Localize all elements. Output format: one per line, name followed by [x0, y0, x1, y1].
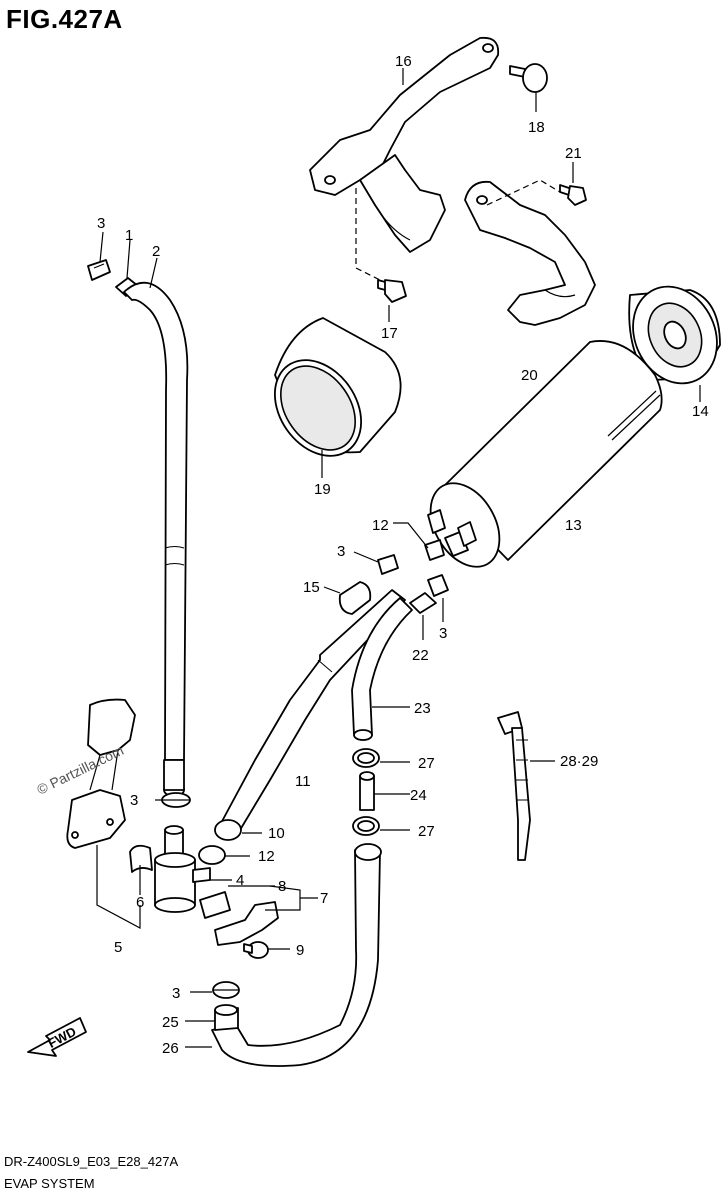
part-3-clamp-mid-left[interactable]: [377, 554, 399, 575]
callout-11: 11: [295, 773, 311, 790]
callout-10: 10: [268, 825, 285, 842]
callout-12-upper: 12: [372, 517, 389, 534]
part-19-canister-cap[interactable]: [257, 317, 402, 472]
part-3-clamp-bottom[interactable]: [212, 981, 240, 999]
callout-1: 1: [125, 227, 133, 244]
callout-3-bottom: 3: [172, 985, 180, 1002]
part-2-long-hose[interactable]: [123, 281, 189, 797]
fwd-arrow: FWD: [27, 1017, 87, 1057]
part-27-clamp-lower[interactable]: [352, 816, 380, 836]
callout-27-lower: 27: [418, 823, 435, 840]
callout-22: 22: [412, 647, 429, 664]
part-25-hose-end[interactable]: [214, 1004, 239, 1031]
callout-18: 18: [528, 119, 545, 136]
callout-8: 8: [278, 878, 286, 895]
callout-3-mid-left: 3: [337, 543, 345, 560]
part-21-bolt[interactable]: [559, 184, 587, 206]
callout-3-lower: 3: [130, 792, 138, 809]
callout-14: 14: [692, 403, 709, 420]
fwd-label: FWD: [45, 1024, 78, 1051]
part-13-evap-canister[interactable]: [417, 340, 663, 579]
part-12-clamp-upper[interactable]: [424, 539, 445, 561]
part-27-clamp-upper[interactable]: [352, 748, 380, 768]
callout-2: 2: [152, 243, 160, 260]
part-6-cushion[interactable]: [129, 844, 153, 873]
part-12-clamp-lower[interactable]: [198, 845, 226, 865]
callout-26: 26: [162, 1040, 179, 1057]
dashline-21: [486, 179, 561, 206]
leader-lines: [96, 68, 701, 1048]
callout-24: 24: [410, 787, 427, 804]
callout-23: 23: [414, 700, 431, 717]
callout-28-29: 28·29: [560, 753, 598, 770]
figure-title: FIG.427A: [6, 4, 123, 34]
part-23-hose[interactable]: [351, 597, 413, 741]
callout-27-upper: 27: [418, 755, 435, 772]
section-name: EVAP SYSTEM: [4, 1176, 95, 1191]
part-9-screw[interactable]: [243, 941, 269, 959]
callout-25: 25: [162, 1014, 179, 1031]
part-28-29-cable-tie[interactable]: [497, 711, 531, 861]
part-3-clamp-lower[interactable]: [161, 792, 191, 808]
callout-9: 9: [296, 942, 304, 959]
callout-15: 15: [303, 579, 320, 596]
callout-19: 19: [314, 481, 331, 498]
part-8-cushion[interactable]: [199, 891, 231, 919]
dashline-16-17: [355, 188, 381, 281]
part-10-hose-end[interactable]: [214, 819, 242, 841]
part-7-clamp[interactable]: [214, 901, 279, 946]
part-3-clamp-mid-right[interactable]: [427, 574, 449, 597]
callout-21: 21: [565, 145, 582, 162]
part-16-upper-bracket[interactable]: [309, 36, 500, 253]
part-4-valve[interactable]: [154, 825, 211, 913]
callout-17: 17: [381, 325, 398, 342]
model-code: DR-Z400SL9_E03_E28_427A: [4, 1154, 179, 1169]
part-21-side-bracket[interactable]: [464, 180, 596, 326]
part-24-joint[interactable]: [359, 771, 375, 811]
callout-5: 5: [114, 939, 122, 956]
callout-16: 16: [395, 53, 412, 70]
callout-4: 4: [236, 872, 244, 889]
part-18-bolt[interactable]: [509, 63, 548, 93]
callout-3-top: 3: [97, 215, 105, 232]
callout-20: 20: [521, 367, 538, 384]
part-15-plug[interactable]: [338, 581, 372, 615]
part-3-clamp-top[interactable]: [87, 259, 111, 281]
callout-13: 13: [565, 517, 582, 534]
callout-6: 6: [136, 894, 144, 911]
part-14-canister-end-cap[interactable]: [618, 273, 723, 397]
callout-3-mid-right: 3: [439, 625, 447, 642]
part-26-lower-hose[interactable]: [211, 843, 382, 1067]
part-5-bracket[interactable]: [66, 698, 136, 849]
part-17-bolt[interactable]: [377, 279, 407, 303]
part-22-hose-end[interactable]: [409, 592, 437, 614]
callout-7: 7: [320, 890, 328, 907]
callout-12-lower: 12: [258, 848, 275, 865]
callout-labels: 16 18 21 3 1 2 17 20 14 19 12 13 3 15 3 …: [97, 53, 709, 1057]
